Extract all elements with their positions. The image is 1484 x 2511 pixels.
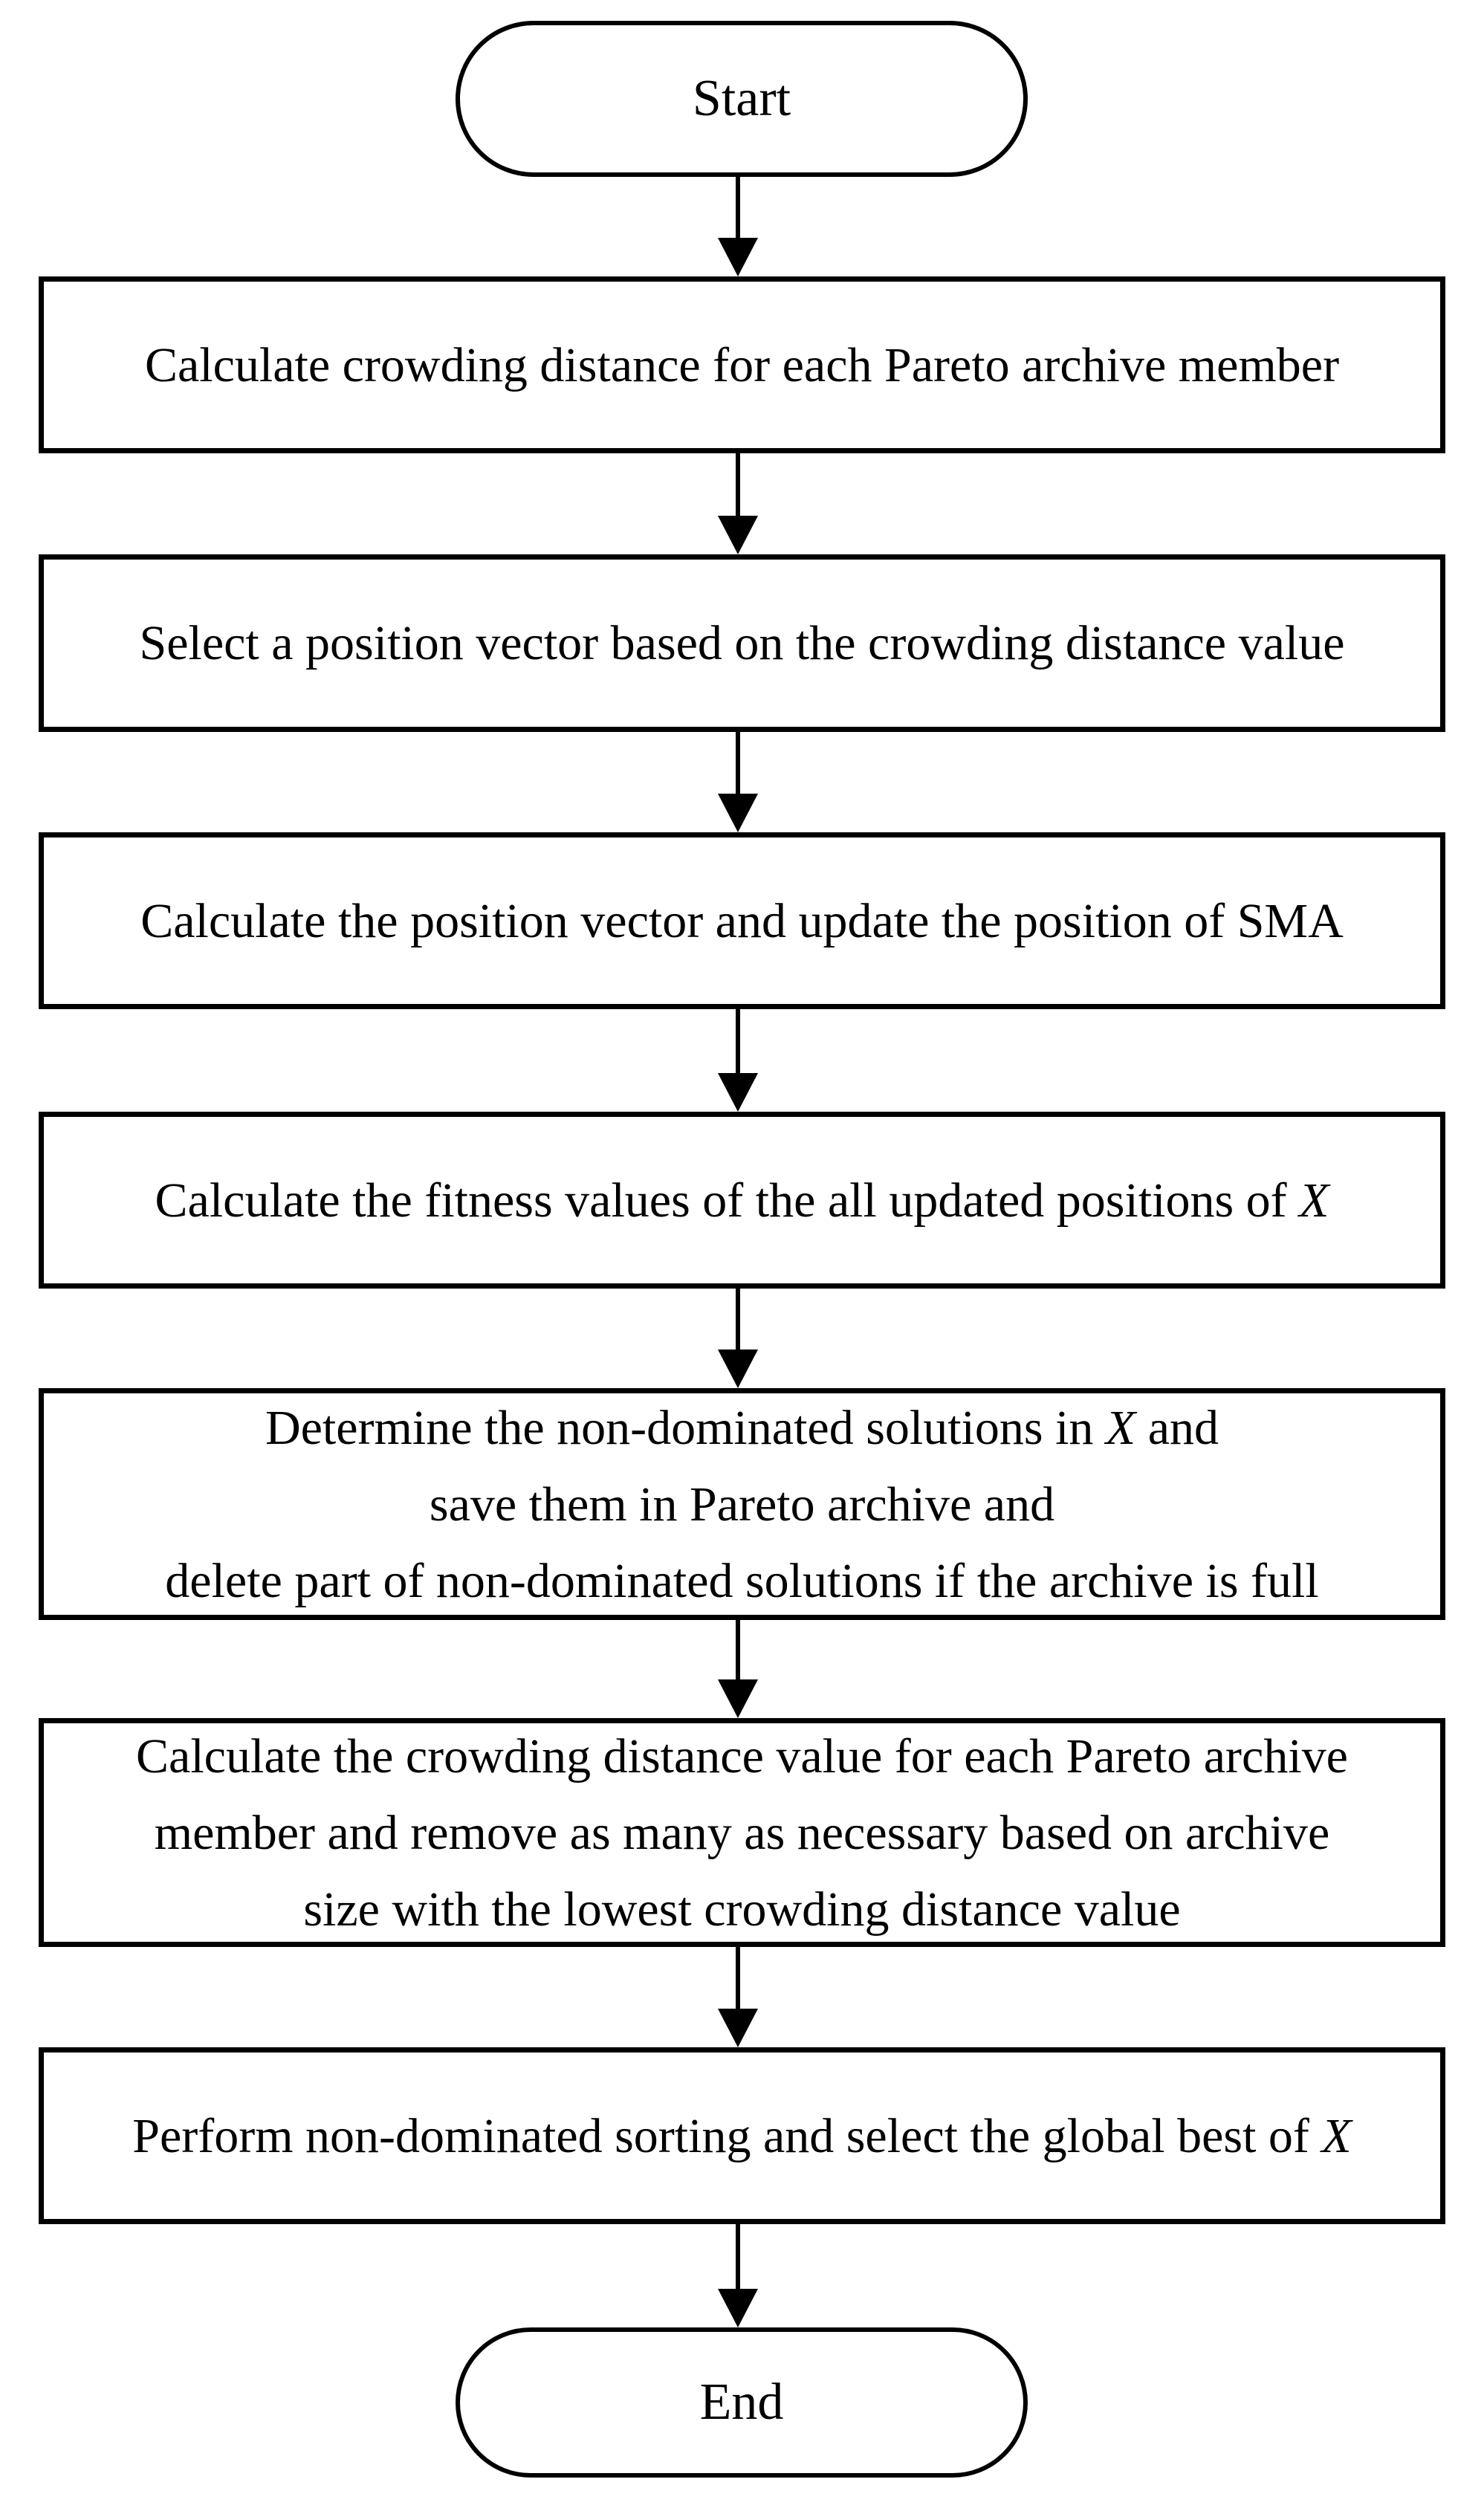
process-text-line: member and remove as many as necessary b… bbox=[154, 1805, 1330, 1860]
process-step-4: Calculate the fitness values of the all … bbox=[39, 1112, 1445, 1289]
arrow-line bbox=[736, 732, 740, 798]
process-step-1: Calculate crowding distance for each Par… bbox=[39, 276, 1445, 453]
process-text-line: save them in Pareto archive and bbox=[429, 1477, 1055, 1532]
arrow-head-icon bbox=[718, 2009, 758, 2047]
arrow-line bbox=[736, 1620, 740, 1684]
arrow-line bbox=[736, 2224, 740, 2293]
flow-arrow-step2-step3 bbox=[718, 732, 758, 832]
process-text-line: Calculate the position vector and update… bbox=[140, 893, 1344, 948]
arrow-head-icon bbox=[718, 1073, 758, 1112]
end-label: End bbox=[699, 2374, 784, 2431]
flow-arrow-step6-step7 bbox=[718, 1947, 758, 2047]
process-step-3: Calculate the position vector and update… bbox=[39, 832, 1445, 1009]
process-text-line: size with the lowest crowding distance v… bbox=[303, 1882, 1181, 1937]
process-step-2: Select a position vector based on the cr… bbox=[39, 554, 1445, 732]
arrow-head-icon bbox=[718, 1350, 758, 1388]
arrow-head-icon bbox=[718, 516, 758, 554]
flow-arrow-step7-end bbox=[718, 2224, 758, 2327]
flow-arrow-step4-step5 bbox=[718, 1289, 758, 1388]
process-text-line: Perform non-dominated sorting and select… bbox=[132, 2108, 1352, 2163]
flow-arrow-step3-step4 bbox=[718, 1009, 758, 1112]
process-step-5: Determine the non-dominated solutions in… bbox=[39, 1388, 1445, 1620]
process-step-6: Calculate the crowding distance value fo… bbox=[39, 1718, 1445, 1947]
arrow-line bbox=[736, 177, 740, 242]
flow-arrow-step5-step6 bbox=[718, 1620, 758, 1718]
process-text-line: Select a position vector based on the cr… bbox=[139, 616, 1345, 670]
process-text-line: Calculate crowding distance for each Par… bbox=[144, 337, 1340, 392]
arrow-line bbox=[736, 1947, 740, 2013]
start-label: Start bbox=[692, 70, 791, 127]
process-text-line: delete part of non-dominated solutions i… bbox=[165, 1553, 1319, 1608]
process-text-line: Determine the non-dominated solutions in… bbox=[265, 1400, 1219, 1455]
terminator-end: End bbox=[456, 2327, 1028, 2478]
process-text-line: Calculate the crowding distance value fo… bbox=[136, 1728, 1348, 1783]
arrow-line bbox=[736, 1289, 740, 1354]
arrow-head-icon bbox=[718, 2289, 758, 2327]
process-text-line: Calculate the fitness values of the all … bbox=[155, 1173, 1329, 1228]
arrow-line bbox=[736, 1009, 740, 1078]
arrow-line bbox=[736, 453, 740, 520]
arrow-head-icon bbox=[718, 794, 758, 832]
arrow-head-icon bbox=[718, 238, 758, 276]
process-step-7: Perform non-dominated sorting and select… bbox=[39, 2047, 1445, 2224]
arrow-head-icon bbox=[718, 1679, 758, 1718]
terminator-start: Start bbox=[456, 21, 1028, 177]
flow-arrow-step1-step2 bbox=[718, 453, 758, 554]
flow-arrow-start-step1 bbox=[718, 177, 758, 276]
